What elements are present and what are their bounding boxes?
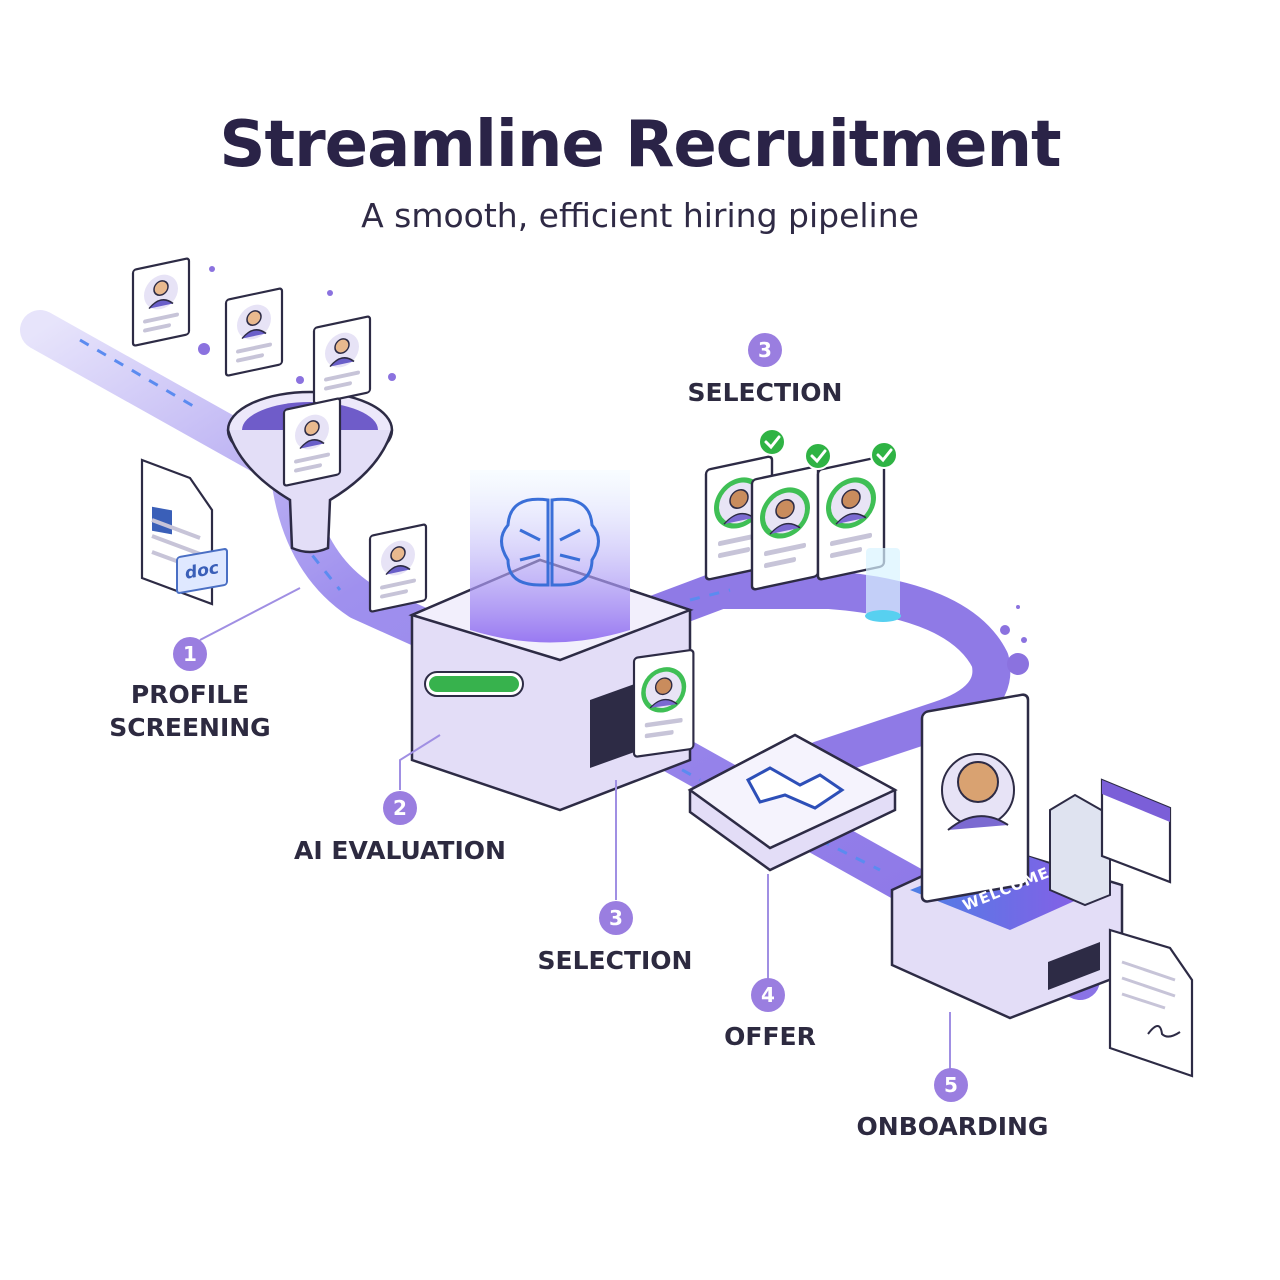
stage-3-badge: 3 xyxy=(599,901,633,935)
decor-dots xyxy=(198,266,1029,675)
signed-contract-icon xyxy=(1108,928,1194,1078)
selected-candidate-cards xyxy=(704,427,901,622)
stage-2-label: AI EVALUATION xyxy=(294,836,506,865)
stage-4-label: OFFER xyxy=(724,1022,816,1051)
stage-4-badge: 4 xyxy=(751,978,785,1012)
stage-3-label: SELECTION xyxy=(537,946,693,975)
stage-1-label: PROFILE SCREENING xyxy=(109,680,271,742)
calendar-icon xyxy=(1100,778,1172,884)
evaluated-candidate-card xyxy=(632,648,695,759)
stage-5-label: ONBOARDING xyxy=(856,1112,1049,1141)
offer-platform xyxy=(687,733,898,872)
page-title: Streamline Recruitment xyxy=(219,108,1061,182)
leader-lines xyxy=(199,587,951,1070)
office-building-icon xyxy=(1049,793,1111,907)
handshake-icon xyxy=(745,766,845,810)
stage-5-badge: 5 xyxy=(934,1068,968,1102)
ai-evaluation-machine xyxy=(408,470,694,812)
top-selection-badge: 3 xyxy=(748,333,782,367)
brain-icon xyxy=(500,497,600,587)
stage-1-badge: 1 xyxy=(173,637,207,671)
page-subtitle: A smooth, efficient hiring pipeline xyxy=(361,196,919,235)
stage-2-badge: 2 xyxy=(383,791,417,825)
onboarding-station xyxy=(890,693,1194,1078)
top-selection-label: SELECTION xyxy=(687,378,843,407)
